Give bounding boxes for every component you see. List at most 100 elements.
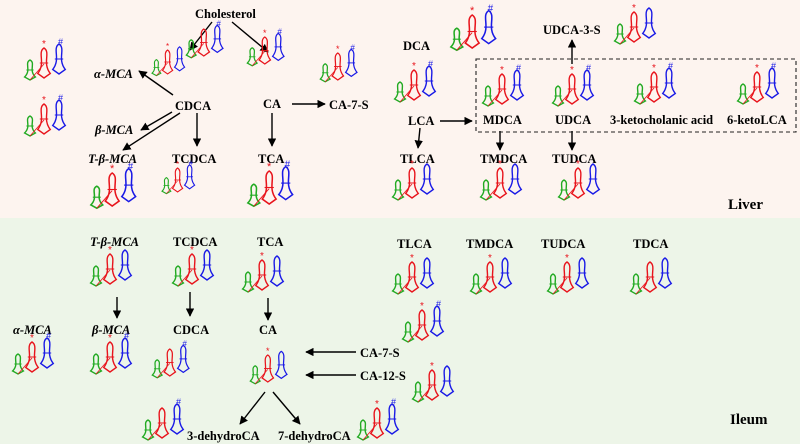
significance-hash: # (771, 61, 776, 71)
label-liver-cdca: CDCA (175, 99, 212, 113)
label-ileum-tca: TCA (257, 235, 284, 249)
label-ileum-tmdca: TMDCA (466, 237, 514, 251)
glyph-ileum-tca: * (241, 251, 285, 293)
glyph-ileum-alpha-mca: *# (11, 331, 55, 375)
significance-star: * (375, 399, 379, 410)
significance-hash: # (428, 59, 433, 69)
glyph-liver-beta-mca: *# (23, 93, 67, 137)
label-ileum-tudca: TUDCA (541, 237, 586, 251)
label-ileum-ca: CA (259, 323, 278, 337)
glyph-liver-tlca: * (391, 159, 435, 201)
label-ileum-7-dehydroca: 7-dehydroCA (278, 429, 351, 443)
label-ileum-ca-12-s: CA-12-S (360, 369, 406, 383)
glyph-ileum-7-dehydroca: *# (356, 397, 400, 441)
significance-star: * (42, 95, 46, 106)
label-liver-tcdca: TCDCA (172, 152, 217, 166)
significance-hash: # (189, 159, 193, 168)
significance-star: * (267, 161, 272, 173)
significance-star: * (420, 301, 424, 312)
significance-hash: # (285, 160, 291, 171)
glyph-ileum-tmdca: * (469, 253, 513, 295)
label-ileum-tdca: TDCA (633, 237, 669, 251)
significance-star: * (266, 346, 270, 356)
glyph-ileum-t-beta-mca: * (89, 245, 133, 287)
significance-hash: # (668, 61, 673, 71)
arrow-cdca-betamca (140, 111, 173, 131)
significance-hash: # (488, 4, 494, 15)
dashed-box (475, 58, 797, 133)
significance-star: * (755, 63, 759, 74)
label-ileum-ca-7-s: CA-7-S (360, 346, 400, 360)
label-liver-tca: TCA (258, 152, 285, 166)
significance-hash: # (350, 43, 355, 52)
glyph-liver-cdca-src: * (151, 42, 186, 77)
glyph-ileum-tudca: * (546, 253, 590, 295)
significance-star: * (430, 361, 434, 372)
significance-star: * (576, 159, 580, 170)
label-liver-3-ketocholanic: 3-ketocholanic acid (610, 113, 714, 127)
glyph-ileum-ca-12-s-src: * (411, 361, 455, 403)
significance-star: * (108, 245, 112, 256)
glyph-liver-lca: *# (393, 59, 437, 103)
ileum-panel (0, 218, 800, 444)
significance-star: * (260, 251, 264, 262)
significance-hash: # (277, 27, 282, 36)
label-liver-udca-3-s: UDCA-3-S (543, 23, 601, 37)
label-ileum-tcdca: TCDCA (173, 235, 218, 249)
label-ileum-alpha-mca: α-MCA (13, 323, 52, 337)
significance-star: * (176, 160, 179, 169)
label-ileum-tlca: TLCA (397, 237, 432, 251)
significance-hash: # (46, 331, 51, 341)
label-liver-dca: DCA (403, 39, 431, 53)
significance-hash: # (391, 397, 396, 407)
glyph-liver-cholesterol-cdca: # (185, 19, 224, 59)
significance-star: * (190, 245, 194, 256)
significance-star: * (30, 333, 34, 344)
glyph-ileum-cdca: # (151, 339, 190, 379)
significance-star: * (570, 65, 574, 76)
arrow-ileum-ca-3dehydro (239, 391, 266, 425)
label-cholesterol: Cholesterol (195, 7, 256, 21)
significance-star: * (410, 253, 414, 264)
label-liver-ca: CA (263, 97, 282, 111)
glyph-liver-t-beta-mca: *# (89, 162, 137, 210)
significance-star: * (488, 253, 492, 264)
arrow-ileum-ca-7dehydro (272, 391, 301, 425)
significance-star: * (110, 163, 115, 175)
label-ileum-t-beta-mca: T-β-MCA (90, 235, 140, 249)
arrow-cdca-alphamca (138, 70, 174, 96)
label-liver-6-ketolca: 6-ketoLCA (727, 113, 787, 127)
significance-star: * (632, 3, 636, 14)
significance-star: * (42, 39, 46, 50)
significance-star: * (498, 159, 502, 170)
significance-star: * (500, 65, 504, 76)
significance-star: * (412, 61, 416, 72)
glyph-liver-dca: *# (449, 4, 497, 52)
glyph-ileum-tlca: * (391, 253, 435, 295)
glyph-liver-tca: *# (246, 160, 294, 208)
significance-star: * (336, 44, 340, 54)
significance-hash: # (182, 339, 187, 348)
label-liver-beta-mca: β-MCA (95, 123, 134, 137)
glyph-liver-mdca: *# (481, 63, 525, 107)
label-liver-ca-7-s: CA-7-S (329, 98, 369, 112)
arrow-cdca-tbetamca (122, 112, 181, 151)
significance-star: * (652, 63, 656, 74)
significance-star: * (565, 253, 569, 264)
label-liver-tmdca: TMDCA (480, 152, 528, 166)
glyph-ileum-beta-mca: *# (89, 331, 133, 375)
glyph-ileum-tdca (629, 257, 673, 295)
significance-hash: # (128, 162, 134, 173)
label-liver-lca: LCA (408, 114, 435, 128)
glyph-liver-tmdca: * (479, 159, 523, 201)
label-liver-alpha-mca: α-MCA (94, 67, 133, 81)
glyph-ileum-ca: * (249, 346, 288, 385)
significance-hash: # (176, 397, 181, 407)
significance-hash: # (586, 63, 591, 73)
glyph-liver-cholesterol-ca: *# (246, 27, 285, 67)
glyph-ileum-ca-7-s-src: *# (401, 299, 445, 343)
glyph-liver-alpha-mca: *# (23, 37, 67, 81)
glyph-ileum-3-dehydroca: # (141, 397, 185, 441)
label-liver-t-beta-mca: T-β-MCA (88, 152, 138, 166)
